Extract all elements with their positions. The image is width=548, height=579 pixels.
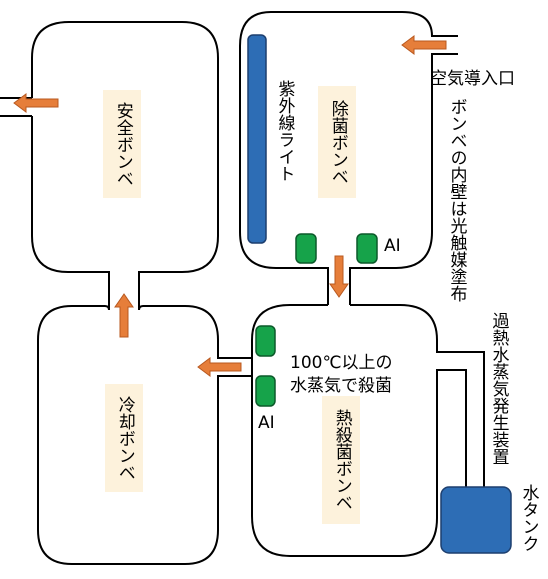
uv-light-label: 紫外線ライト bbox=[274, 80, 295, 182]
heat-tank-label: 熱殺菌ボンベ bbox=[322, 396, 360, 524]
uv-light-bar bbox=[247, 34, 267, 244]
cooling-tank-outline bbox=[37, 305, 252, 565]
safety-outlet-pipe bbox=[0, 97, 32, 117]
sensor-top-right bbox=[356, 233, 378, 264]
sterilize-tank-outline bbox=[239, 11, 458, 305]
arrow-cooling-to-safety bbox=[114, 293, 134, 338]
water-tank-box bbox=[440, 486, 512, 554]
arrow-air-inlet bbox=[401, 35, 447, 55]
sensor-heat-upper bbox=[255, 325, 276, 357]
sterilize-tank-label: 除菌ボンベ bbox=[318, 86, 356, 198]
arrow-safety-out bbox=[13, 93, 59, 113]
ai-label-bottom: AI bbox=[258, 413, 275, 433]
cooling-tank-label: 冷却ボンベ bbox=[105, 384, 143, 492]
heat-tank-outline bbox=[251, 304, 485, 557]
safety-tank-outline bbox=[31, 21, 219, 310]
sensor-top-left bbox=[295, 233, 317, 264]
air-inlet-label: 空気導入口 bbox=[430, 69, 515, 89]
ai-label-top: AI bbox=[384, 236, 401, 256]
water-tank-label: 水タンク bbox=[518, 484, 539, 552]
steam-description-line2: 水蒸気で殺菌 bbox=[290, 376, 392, 396]
steam-generator-label: 過熱水蒸気発生装置 bbox=[488, 312, 509, 465]
steam-description-line1: 100℃以上の bbox=[290, 353, 393, 373]
sensor-heat-lower bbox=[255, 375, 276, 407]
arrow-sterilize-to-heat bbox=[329, 255, 349, 298]
photocatalyst-label: ボンベの内壁は光触媒塗布 bbox=[446, 98, 467, 302]
safety-tank-label: 安全ボンベ bbox=[103, 90, 141, 198]
arrow-heat-to-cooling bbox=[197, 357, 242, 377]
